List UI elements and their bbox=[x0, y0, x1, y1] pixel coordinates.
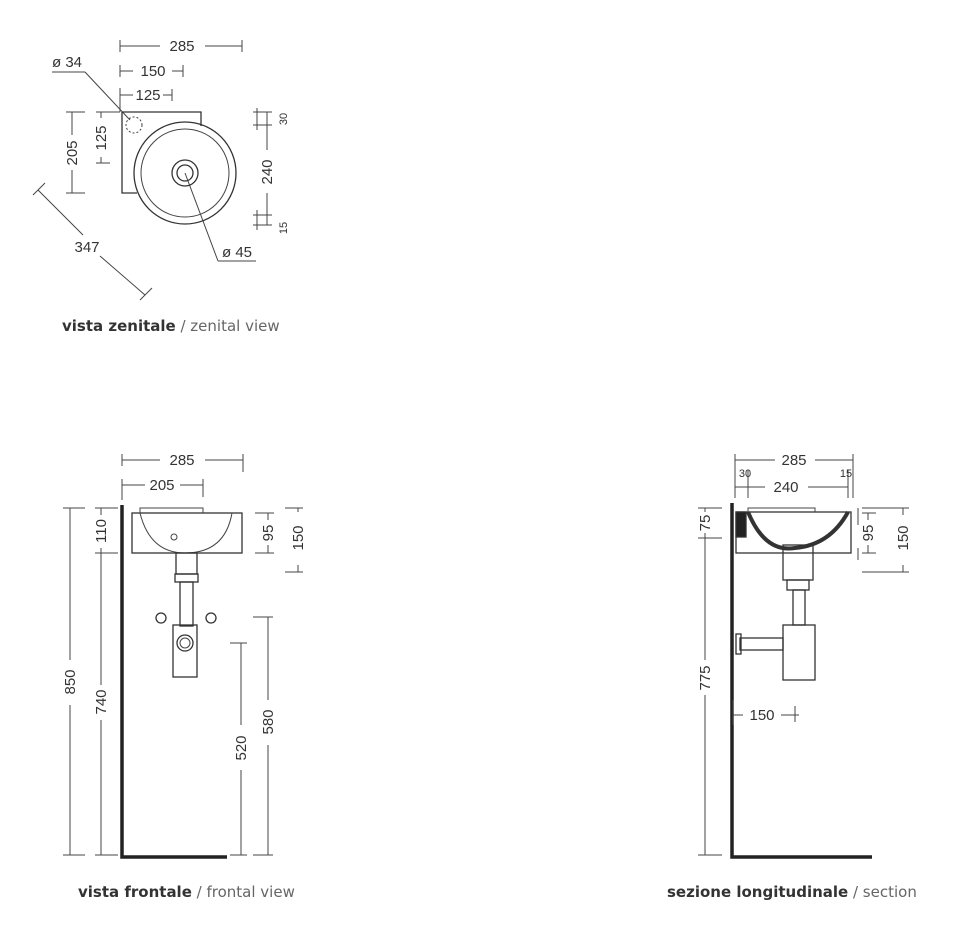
dim-110: 110 bbox=[93, 519, 110, 543]
caption-top-view: vista zenitale / zenital view bbox=[62, 317, 280, 335]
dim-hole-diameter: ø 34 bbox=[52, 54, 82, 71]
dim-850: 850 bbox=[62, 669, 79, 694]
section-dim-lines bbox=[698, 454, 909, 856]
dim-125: 125 bbox=[135, 87, 160, 104]
caption-light: section bbox=[862, 883, 917, 901]
dim-30: 30 bbox=[278, 113, 290, 125]
dim-150: 150 bbox=[290, 525, 307, 550]
front-view: 285 205 850 110 740 95 150 580 520 bbox=[62, 452, 307, 859]
dim-150: 150 bbox=[140, 63, 165, 80]
caption-bold: vista zenitale bbox=[62, 317, 176, 335]
caption-light: zenital view bbox=[190, 317, 280, 335]
caption-bold: vista frontale bbox=[78, 883, 192, 901]
dim-740: 740 bbox=[93, 689, 110, 714]
dim-95: 95 bbox=[860, 525, 877, 542]
dim-15: 15 bbox=[278, 222, 290, 234]
caption-sep: / bbox=[191, 883, 207, 901]
dim-347: 347 bbox=[74, 239, 99, 256]
dim-775: 775 bbox=[697, 665, 714, 690]
dim-580: 580 bbox=[260, 709, 277, 734]
wall-floor bbox=[730, 503, 872, 859]
dim-520: 520 bbox=[233, 735, 250, 760]
caption-sep: / bbox=[175, 317, 191, 335]
caption-sep: / bbox=[848, 883, 863, 901]
dim-240: 240 bbox=[259, 159, 276, 184]
dim-285: 285 bbox=[781, 452, 806, 469]
dim-285: 285 bbox=[169, 38, 194, 55]
caption-light: frontal view bbox=[206, 883, 295, 901]
section-view: 285 30 15 240 75 775 95 150 150 bbox=[697, 452, 912, 859]
dim-95: 95 bbox=[260, 525, 277, 542]
wall-floor bbox=[120, 505, 227, 859]
section-basin bbox=[735, 507, 852, 681]
dim-15: 15 bbox=[840, 468, 852, 480]
dim-trap-150: 150 bbox=[749, 707, 774, 724]
front-basin bbox=[131, 507, 243, 678]
top-dim-lines bbox=[32, 40, 272, 301]
dim-240: 240 bbox=[773, 479, 798, 496]
caption-section-view: sezione longitudinale / section bbox=[667, 883, 917, 901]
dim-150: 150 bbox=[895, 525, 912, 550]
top-basin-outline bbox=[121, 111, 237, 225]
dim-75: 75 bbox=[697, 515, 714, 532]
caption-bold: sezione longitudinale bbox=[667, 883, 849, 901]
front-dim-lines bbox=[63, 454, 303, 856]
dim-drain-diameter: ø 45 bbox=[222, 244, 252, 261]
caption-front-view: vista frontale / frontal view bbox=[78, 883, 295, 901]
dim-205: 205 bbox=[64, 140, 81, 165]
dim-205: 205 bbox=[149, 477, 174, 494]
dim-30: 30 bbox=[739, 468, 751, 480]
top-view: 285 150 125 ø 34 ø 45 347 205 125 30 240… bbox=[32, 38, 290, 301]
dim-125-vertical: 125 bbox=[93, 125, 110, 150]
dim-285: 285 bbox=[169, 452, 194, 469]
